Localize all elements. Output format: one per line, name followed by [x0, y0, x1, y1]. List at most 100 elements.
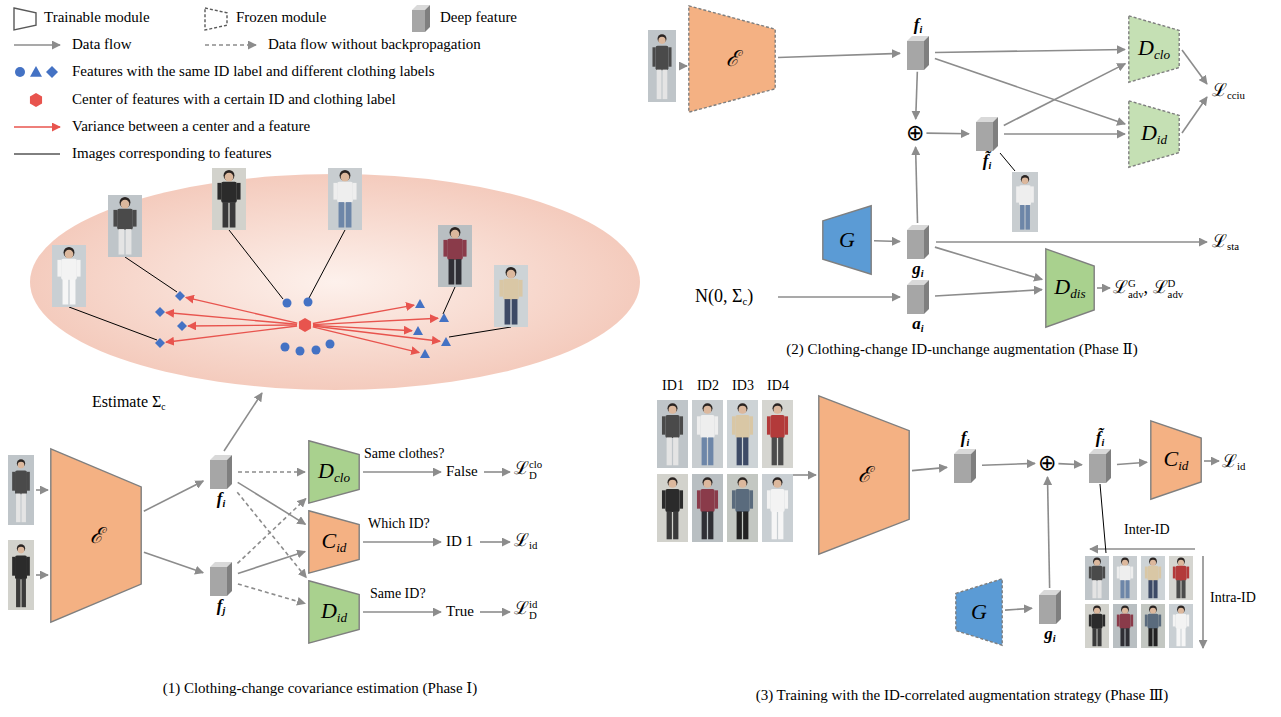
deep-feature: f̃i: [972, 117, 1002, 172]
hair: [1021, 175, 1029, 183]
feature-side: [924, 225, 929, 259]
leg: [70, 279, 76, 304]
feature-block: [906, 225, 930, 259]
feature-side: [425, 5, 430, 32]
hair: [17, 544, 25, 552]
leg: [1153, 580, 1157, 598]
arm: [715, 490, 718, 508]
leg: [1176, 628, 1180, 646]
leg: [456, 259, 462, 284]
subscript: adv: [1168, 289, 1184, 300]
person-photo: [657, 474, 688, 542]
module-name: G: [839, 227, 855, 252]
feature-block: [1038, 590, 1062, 624]
face: [774, 406, 782, 414]
module-block: Cid: [308, 510, 360, 574]
text-run: f: [914, 15, 920, 34]
photo-ground: [108, 195, 142, 257]
feature-block: [975, 117, 999, 151]
hair: [120, 197, 131, 208]
arm: [662, 490, 665, 508]
subscript: clo: [334, 470, 350, 485]
module-name: G: [971, 599, 987, 624]
connector: [982, 463, 1035, 465]
torso: [221, 182, 237, 203]
leg: [16, 579, 20, 608]
arm: [732, 416, 735, 434]
module-shape: [823, 206, 871, 274]
hair: [224, 170, 235, 181]
feature-front: [210, 567, 227, 596]
text-run: ℒ: [514, 530, 529, 550]
flow-arrow: [363, 471, 441, 473]
torso: [447, 239, 463, 260]
feature-diamond: [46, 66, 58, 78]
photo-ground: [52, 245, 86, 307]
hair: [773, 403, 783, 413]
leg: [1120, 628, 1124, 646]
arm: [785, 416, 788, 434]
person-photo: [1169, 556, 1193, 600]
variance-arrow: [166, 326, 297, 342]
leg: [505, 299, 511, 324]
feature-name: fi: [914, 15, 923, 36]
module-block: ℰ: [50, 448, 142, 623]
feature-circle: [281, 343, 290, 352]
hair: [506, 267, 517, 278]
person-photo: [108, 195, 142, 257]
face: [1178, 608, 1184, 614]
feature-front: [907, 230, 924, 259]
leg: [449, 259, 455, 284]
flow-arrow: [480, 541, 510, 543]
feature-front: [907, 285, 924, 314]
person-photo: [52, 245, 86, 307]
text-run: ℒ: [1153, 277, 1168, 297]
face: [341, 173, 350, 182]
person-photo: [762, 400, 793, 468]
feature-circle: [283, 299, 292, 308]
flow-sample: [14, 44, 60, 46]
arm: [697, 490, 700, 508]
photo-ground: [1169, 604, 1193, 648]
photo-ground: [1085, 556, 1109, 600]
arm: [1089, 615, 1092, 627]
variance-arrow: [188, 324, 297, 326]
text-run: g: [1044, 624, 1053, 643]
feature-name: gi: [912, 259, 923, 280]
torso: [1175, 614, 1186, 629]
deep-feature: gi: [903, 225, 933, 280]
hair: [1177, 605, 1185, 613]
feature-side: [924, 280, 929, 314]
flow-arrow: [224, 393, 262, 451]
image-leader: [443, 287, 455, 314]
connector: [916, 72, 918, 119]
variance-arrow: [313, 327, 419, 353]
text-run: ℒ: [1222, 451, 1237, 471]
leg: [708, 511, 713, 539]
torso: [1091, 566, 1102, 581]
torso: [15, 555, 27, 579]
person-photo: [8, 540, 34, 610]
text-run: ℰ: [90, 523, 103, 548]
subscript: j: [222, 605, 225, 616]
module-name: Cid: [1164, 446, 1189, 473]
text-run: ℰ: [858, 462, 871, 487]
arm: [443, 240, 447, 257]
torso: [770, 489, 784, 512]
legend-text: Trainable module: [44, 9, 150, 26]
connector: [926, 132, 969, 134]
module-block: Ddis: [1045, 248, 1095, 328]
module-name: Cid: [322, 528, 347, 555]
person-photo: [1085, 604, 1109, 648]
legend-text: Deep feature: [440, 9, 517, 26]
flow-arrow: [1182, 50, 1207, 84]
connector: [935, 290, 1042, 296]
photo-ground: [494, 265, 528, 327]
torso: [1147, 614, 1158, 629]
person-photo: [494, 265, 528, 327]
leg: [126, 229, 132, 254]
subscript: id: [337, 610, 347, 625]
text-run: C: [1164, 446, 1179, 471]
hair: [658, 34, 667, 43]
